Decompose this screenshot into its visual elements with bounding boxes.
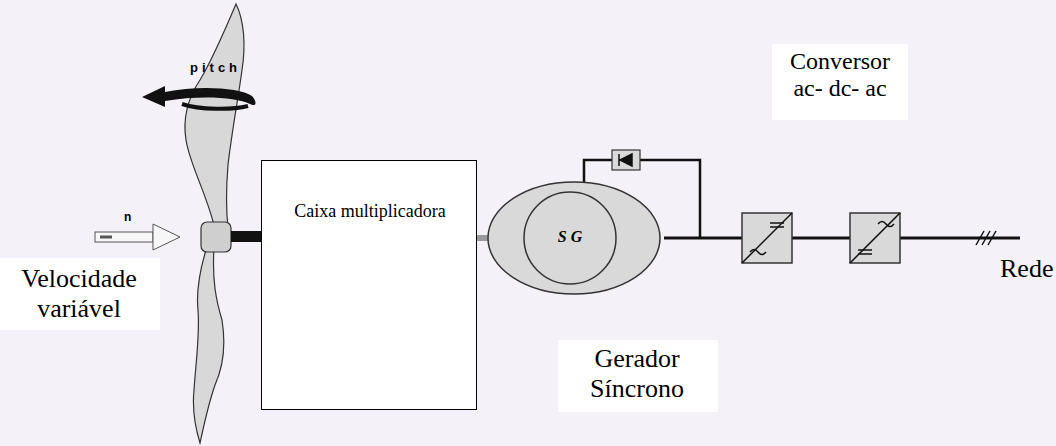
label-ground [558, 340, 718, 412]
pitch-arrow [142, 86, 256, 107]
three-phase-mark [976, 231, 996, 245]
drive-shaft [477, 235, 488, 241]
power-line [664, 237, 742, 240]
speed-label: Velocidade variável [4, 264, 154, 324]
diode-symbol [612, 150, 640, 170]
inverter-symbol [850, 213, 900, 263]
node-text: Caixa multiplicadora [262, 201, 478, 222]
label-ground [0, 258, 160, 330]
wind-arrow [153, 224, 180, 250]
rectifier-symbol [742, 213, 792, 263]
converter-label: Conversor ac- dc- ac [776, 48, 904, 102]
node-text: S G [486, 228, 654, 246]
rotor-blade [193, 248, 223, 443]
node-caption: Gerador Síncrono [562, 344, 712, 404]
pitch-arrow [182, 104, 248, 109]
wind-arrow [100, 236, 112, 239]
wind-speed-symbol: n [124, 210, 131, 224]
wind-arrow [95, 232, 153, 242]
grid-label: Rede [1000, 254, 1053, 284]
low-speed-shaft [231, 231, 261, 242]
power-line [900, 237, 1020, 240]
pitch-label: pitch [190, 60, 241, 75]
diode-symbol [619, 154, 632, 166]
rotor-blade [185, 4, 244, 228]
label-ground [772, 44, 908, 120]
generator-circle: S GGerador Síncrono [486, 180, 662, 296]
gearbox-box: Caixa multiplicadora [261, 160, 477, 410]
rotor-hub [201, 222, 231, 252]
power-line [792, 237, 850, 240]
